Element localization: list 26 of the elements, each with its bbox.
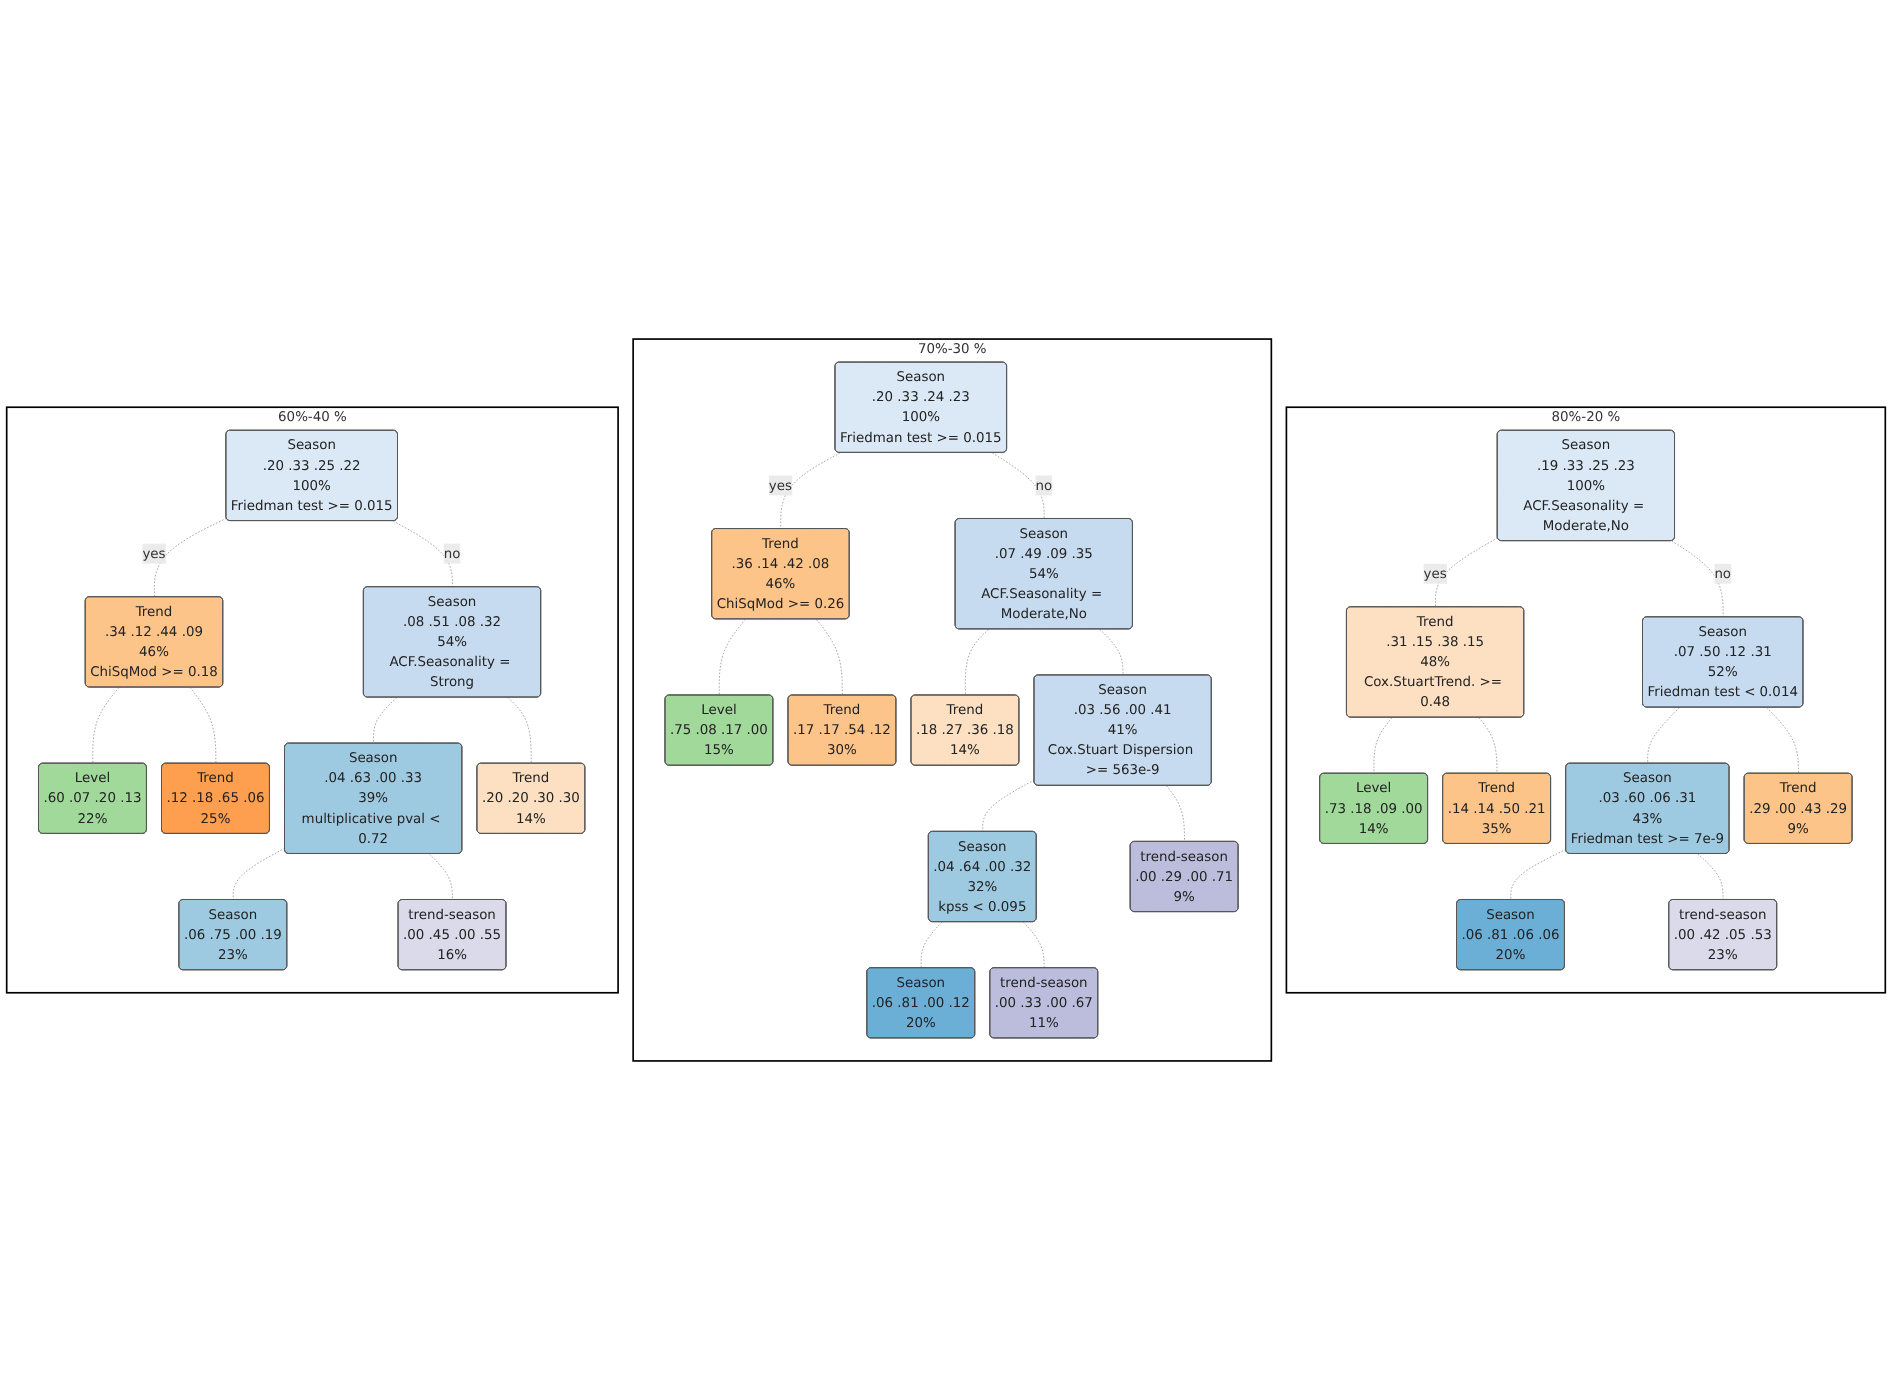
connector	[982, 779, 1035, 833]
connector	[1099, 628, 1124, 676]
connector	[964, 628, 989, 696]
connector	[1478, 717, 1498, 775]
connector	[1671, 540, 1724, 618]
connector	[1166, 785, 1185, 843]
connector	[1766, 707, 1799, 775]
connector	[1435, 537, 1499, 608]
connector	[428, 853, 453, 901]
connector	[507, 697, 532, 764]
connector	[920, 921, 943, 969]
connector	[92, 687, 120, 764]
connector	[392, 520, 453, 588]
connector	[189, 687, 217, 764]
connector	[815, 618, 843, 696]
connector	[718, 618, 746, 696]
connector	[1510, 849, 1567, 901]
connector	[1373, 717, 1393, 775]
connector	[373, 697, 398, 744]
connector	[780, 452, 841, 530]
connector	[1697, 853, 1724, 901]
connector	[232, 847, 286, 901]
connector	[1647, 707, 1681, 764]
connector	[991, 452, 1045, 520]
connector	[1023, 921, 1045, 969]
connector	[153, 517, 227, 598]
